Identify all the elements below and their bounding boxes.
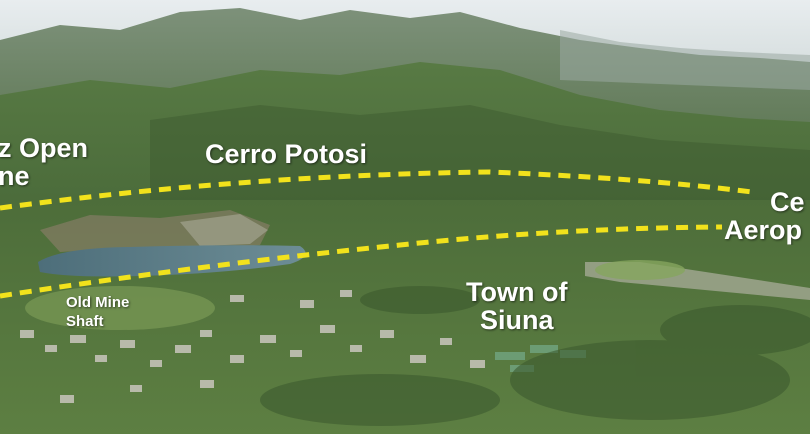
upper-dashed-line [0, 169, 753, 211]
town-of-siuna-line1: Town of [466, 277, 568, 307]
tree-patches [260, 286, 810, 426]
town-of-siuna-line2: Siuna [479, 305, 554, 336]
old-mine-shaft-line1: Old Mine [66, 294, 130, 311]
distant-mountains-haze [560, 30, 810, 90]
open-pit-label-line2: ne [0, 161, 30, 192]
town-of-siuna-label: Town of Siuna [466, 278, 567, 335]
town-buildings [20, 290, 485, 403]
old-mine-shaft-label: Old Mine Shaft [66, 294, 129, 332]
pit-lake [38, 245, 306, 277]
open-pit-rock [180, 214, 268, 246]
open-pit-label-line1: z Open [0, 133, 89, 163]
ridge-shadow [150, 105, 810, 200]
aeropuerto-label-line2: Aerop [724, 215, 803, 245]
clearing [25, 286, 215, 330]
open-pit-label: z Open ne [0, 134, 88, 191]
old-mine-shaft-line2: Shaft [66, 312, 104, 330]
aeropuerto-label: Ce Aerop [724, 188, 810, 245]
cerro-potosi-label: Cerro Potosi [205, 139, 368, 169]
green-field [595, 260, 685, 280]
aeropuerto-label-line1: Ce [770, 188, 805, 217]
